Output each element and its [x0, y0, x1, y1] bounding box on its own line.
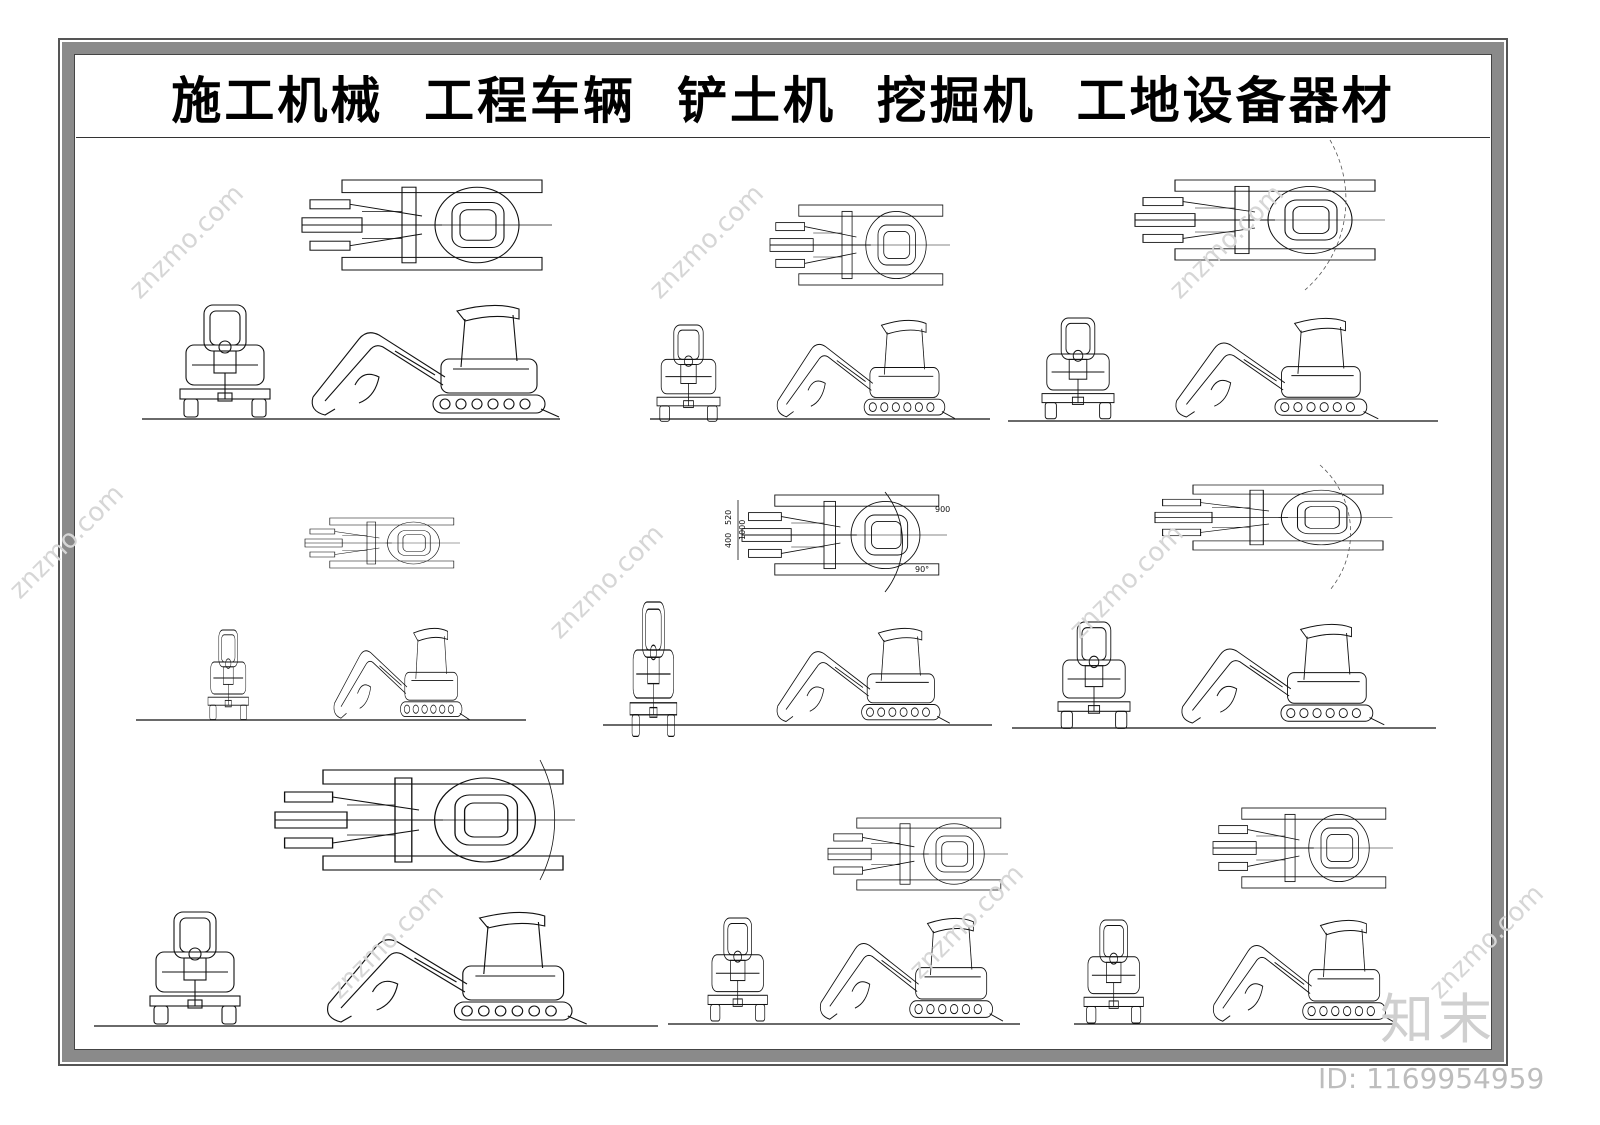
excavator-top-view-e: [741, 494, 948, 576]
excavator-front-view-e: [629, 601, 678, 738]
title-bar: 施工机械 工程车辆 铲土机 挖掘机 工地设备器材: [76, 56, 1490, 138]
brand-watermark: 知末: [1380, 988, 1496, 1051]
excavator-side-view-b: [776, 319, 956, 420]
excavator-front-view-h: [707, 917, 768, 1022]
excavator-front-view-i: [1083, 919, 1144, 1024]
excavator-front-view-d: [207, 629, 249, 721]
image-id-watermark: ID: 1169954959: [1318, 1062, 1545, 1095]
swing-radius-arc-g: [539, 759, 556, 881]
dimension-label-1000: 1000: [738, 520, 747, 540]
excavator-side-view-f: [1181, 623, 1385, 726]
swing-radius-arc-f: [1319, 464, 1352, 591]
watermark-text: znzmo.com: [124, 179, 250, 305]
watermark-text: znzmo.com: [544, 519, 670, 645]
watermark-layer: znzmo.com znzmo.com znzmo.com znzmo.com …: [4, 179, 1550, 1005]
excavator-front-view-b: [656, 324, 721, 422]
dimension-label-400: 400: [724, 533, 733, 548]
excavator-front-view-a: [179, 304, 271, 418]
outer-border: [58, 38, 1508, 1066]
watermark-text: znzmo.com: [904, 859, 1030, 985]
excavator-front-view-g: [149, 911, 241, 1025]
drawing-title: 施工机械 工程车辆 铲土机 挖掘机 工地设备器材: [171, 71, 1395, 130]
watermark-text: znzmo.com: [1064, 519, 1190, 645]
excavator-side-view-d: [333, 627, 471, 721]
excavator-side-view-c: [1175, 317, 1379, 420]
excavator-side-view-i: [1212, 919, 1397, 1024]
excavator-side-view-a: [311, 304, 560, 418]
gray-frame-band: [62, 42, 1504, 1062]
excavator-front-view-f: [1057, 621, 1131, 729]
dimension-label-520: 520: [724, 510, 733, 525]
excavator-top-view-a: [301, 179, 553, 271]
excavator-top-view-f: [1154, 484, 1394, 551]
excavator-side-view-e: [776, 627, 951, 724]
swing-radius-arc-c: [1304, 139, 1347, 291]
watermark-text: znzmo.com: [4, 479, 130, 605]
excavator-top-view-i: [1212, 807, 1394, 889]
excavator-top-view-h: [827, 817, 1009, 891]
watermark-text: znzmo.com: [644, 179, 770, 305]
inner-border: [74, 54, 1492, 1050]
swing-radius-arc-e: [884, 491, 903, 593]
excavator-top-view-d: [304, 517, 461, 569]
watermark-text: znzmo.com: [324, 879, 450, 1005]
dimension-label-angle: 90°: [915, 565, 929, 574]
excavator-top-view-b: [769, 204, 951, 286]
dimension-label-900: 900: [935, 505, 950, 514]
excavator-top-view-g: [274, 769, 576, 871]
excavator-front-view-c: [1041, 317, 1115, 420]
